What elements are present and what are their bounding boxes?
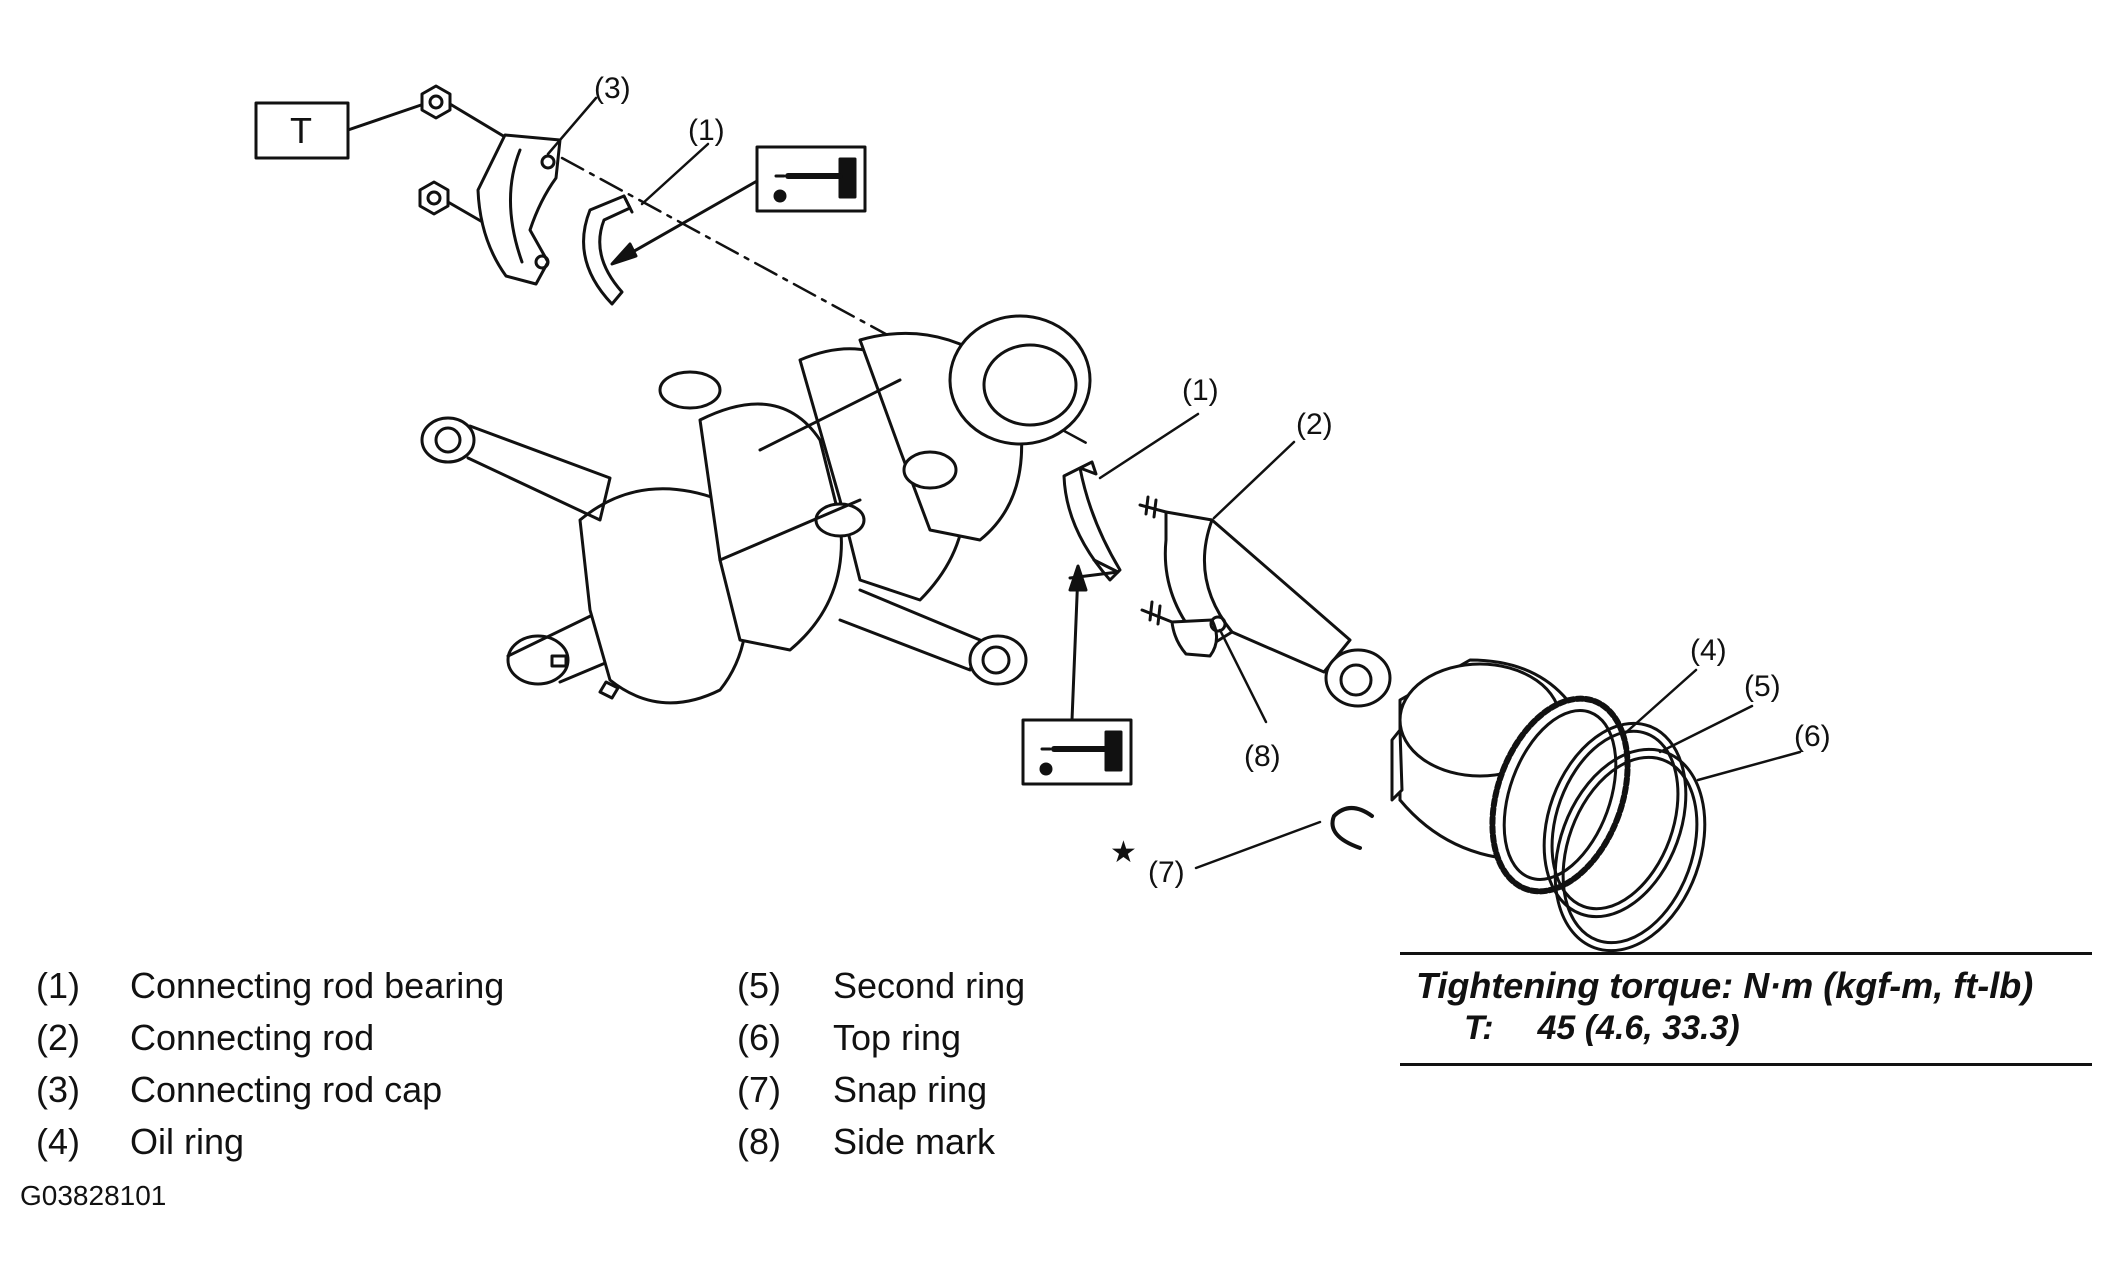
legend-label: Oil ring <box>130 1121 245 1162</box>
oil-icon-upper <box>610 145 867 266</box>
legend-right: (5)Second ring (6)Top ring (7)Snap ring … <box>737 960 1025 1168</box>
figure-id: G03828101 <box>20 1180 167 1211</box>
legend-num: (5) <box>737 965 781 1006</box>
legend-num: (7) <box>737 1069 781 1110</box>
torque-value-row: T: 45 (4.6, 33.3) <box>1400 1009 2092 1063</box>
oil-ring <box>1489 695 1631 895</box>
divider <box>1400 1063 2092 1066</box>
legend-item: (8) Side mark <box>737 1116 1025 1168</box>
legend-num: (3) <box>36 1069 80 1110</box>
callout-3: (3) <box>594 72 631 105</box>
torque-box <box>254 101 426 160</box>
callout-4: (4) <box>1690 634 1727 667</box>
legend-item: (5) Second ring <box>737 960 1025 1012</box>
lower-bearing-shell <box>1062 460 1122 582</box>
snap-ring <box>1330 806 1374 850</box>
callout-7: (7) <box>1148 856 1185 889</box>
legend-num: (6) <box>737 1017 781 1058</box>
callout-8: (8) <box>1244 740 1281 773</box>
divider <box>1400 952 2092 955</box>
callout-5: (5) <box>1744 670 1781 703</box>
nut-lower <box>418 180 450 216</box>
legend-label: Side mark <box>833 1121 996 1162</box>
legend-item: (7) Snap ring <box>737 1064 1025 1116</box>
torque-key: T: <box>1464 1009 1494 1047</box>
oil-icon-lower <box>1021 564 1133 786</box>
legend-label: Connecting rod cap <box>130 1069 443 1110</box>
torque-box-label: T <box>290 110 312 151</box>
legend-item: (3) Connecting rod cap <box>36 1064 504 1116</box>
second-ring <box>1542 721 1688 919</box>
legend-label: Connecting rod <box>130 1017 375 1058</box>
upper-bearing-shell <box>582 194 634 306</box>
legend-num: (4) <box>36 1121 80 1162</box>
legend-item: (1) Connecting rod bearing <box>36 960 504 1012</box>
legend-item: (2) Connecting rod <box>36 1012 504 1064</box>
top-ring <box>1553 747 1707 953</box>
legend-item: (4) Oil ring <box>36 1116 504 1168</box>
nut-upper <box>420 84 452 120</box>
legend-label: Second ring <box>833 965 1026 1006</box>
legend-label: Top ring <box>833 1017 962 1058</box>
legend-left: (1) Connecting rod bearing (2) Connecting … <box>36 960 504 1168</box>
legend-num: (8) <box>737 1121 781 1162</box>
callout-leaders <box>546 96 1802 870</box>
star-icon: ★ <box>1110 836 1137 869</box>
connecting-rod-cap <box>476 133 562 286</box>
callout-1-lower: (1) <box>1182 374 1219 407</box>
connecting-rod <box>1138 495 1392 708</box>
torque-spec-table: Tightening torque: N·m (kgf-m, ft-lb) T:… <box>1400 952 2092 1066</box>
crankshaft <box>506 314 1092 705</box>
torque-value: 45 (4.6, 33.3) <box>1537 1009 1740 1047</box>
legend-num: (1) <box>36 965 80 1006</box>
legend-label: Connecting rod bearing <box>130 965 505 1006</box>
callout-2: (2) <box>1296 408 1333 441</box>
torque-title: Tightening torque: N·m (kgf-m, ft-lb) <box>1416 965 2034 1006</box>
assembled-connecting-rod-left <box>420 416 612 522</box>
assembled-connecting-rod-right <box>838 588 1028 686</box>
callout-1-upper: (1) <box>688 114 725 147</box>
legend-item: (6) Top ring <box>737 1012 1025 1064</box>
legend-num: (2) <box>36 1017 80 1058</box>
callout-6: (6) <box>1794 720 1831 753</box>
legend-label: Snap ring <box>833 1069 988 1110</box>
